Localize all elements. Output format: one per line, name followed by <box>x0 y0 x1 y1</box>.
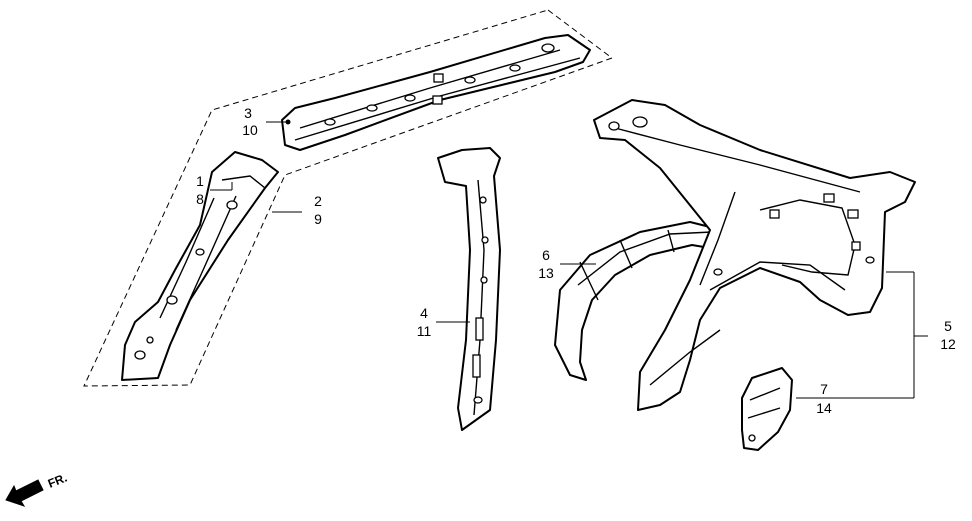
callout-3: 3 <box>244 105 252 121</box>
callout-14: 14 <box>816 400 832 416</box>
leader-lines <box>210 119 928 399</box>
bracket-part <box>741 367 793 451</box>
callout-9: 9 <box>314 211 322 227</box>
callout-5: 5 <box>944 318 952 334</box>
rear-inner-panel-part <box>593 99 916 411</box>
callout-7: 7 <box>820 381 828 397</box>
roof-side-rail-part <box>281 34 591 151</box>
front-label: FR. <box>46 471 69 491</box>
callout-13: 13 <box>538 265 554 281</box>
callout-1: 1 <box>196 173 204 189</box>
front-pillar-part <box>121 151 279 381</box>
callout-10: 10 <box>242 122 258 138</box>
callout-2: 2 <box>314 193 322 209</box>
callout-4: 4 <box>420 305 428 321</box>
callout-12: 12 <box>940 336 956 352</box>
wheelhouse-part <box>554 221 723 381</box>
group-boundary <box>83 9 614 387</box>
callout-6: 6 <box>542 247 550 263</box>
callout-11: 11 <box>417 323 432 339</box>
callout-8: 8 <box>196 191 204 207</box>
front-direction-indicator: FR. <box>5 471 69 507</box>
arrow-down-left-icon <box>5 479 44 507</box>
center-pillar-part <box>437 147 501 431</box>
